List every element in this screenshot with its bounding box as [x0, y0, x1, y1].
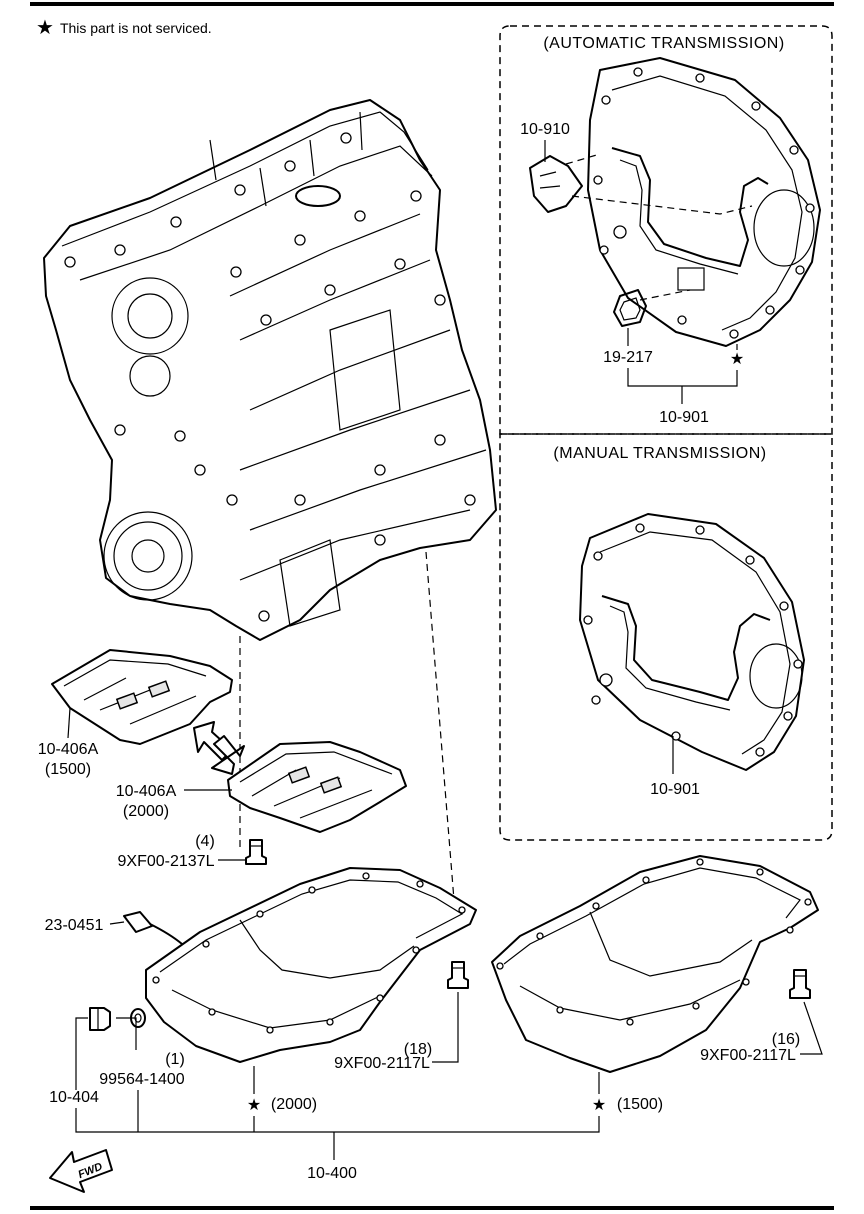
label-mt-10-901: 10-901 — [650, 781, 700, 798]
legend-note: ★ This part is not serviced. — [36, 18, 212, 38]
label-23-0451: 23-0451 — [45, 917, 104, 934]
label-1500-variant: (1500) — [45, 761, 91, 778]
pan-2000-bolt — [447, 961, 469, 989]
baffle-2000 — [227, 741, 407, 833]
automatic-transmission-box — [499, 25, 833, 435]
bottom-border — [30, 1206, 834, 1210]
label-9xf00-2117l-2000: 9XF00-2117L — [334, 1055, 430, 1072]
engine-assembly — [43, 99, 497, 641]
drain-plug — [89, 1007, 111, 1031]
at-star-icon: ★ — [730, 351, 744, 368]
oil-level-sensor — [123, 911, 183, 945]
pan-1500-star-icon: ★ — [592, 1097, 606, 1114]
mt-end-plate — [579, 513, 805, 771]
automatic-section-title: (AUTOMATIC TRANSMISSION) — [543, 35, 784, 52]
label-at-10-901: 10-901 — [659, 409, 709, 426]
baffle-1500 — [51, 649, 233, 745]
label-19-217: 19-217 — [603, 349, 653, 366]
manual-transmission-box — [499, 433, 833, 841]
label-10-404: 10-404 — [49, 1089, 99, 1106]
manual-section-title: (MANUAL TRANSMISSION) — [553, 445, 766, 462]
oil-pan-2000 — [145, 867, 477, 1063]
baffle-bolt — [245, 839, 267, 865]
label-bolt-pan-2000-qty: (18) — [404, 1041, 432, 1058]
label-10-400: 10-400 — [307, 1165, 357, 1182]
label-10-910: 10-910 — [520, 121, 570, 138]
label-9xf00-2137l: 9XF00-2137L — [118, 853, 215, 870]
label-10-406a-1500: 10-406A — [38, 741, 99, 758]
fwd-arrow-icon: FWD — [49, 1149, 113, 1193]
label-bolt-baffle-qty: (4) — [195, 833, 215, 850]
label-10-406a-2000: 10-406A — [116, 783, 177, 800]
at-seal — [613, 289, 647, 327]
label-pan-1500-variant: (1500) — [617, 1096, 663, 1113]
star-icon: ★ — [36, 17, 54, 39]
label-2000-variant: (2000) — [123, 803, 169, 820]
label-pan-2000-variant: (2000) — [271, 1096, 317, 1113]
at-end-plate — [587, 57, 821, 347]
interchange-arrow-icon — [193, 721, 245, 775]
label-drain-gasket-qty: (1) — [165, 1051, 185, 1068]
at-cover-bracket — [529, 155, 583, 213]
pan-2000-star-icon: ★ — [247, 1097, 261, 1114]
pan-1500-bolt — [789, 969, 811, 999]
oil-pan-1500 — [491, 855, 819, 1073]
legend-text: This part is not serviced. — [59, 20, 212, 36]
label-bolt-pan-1500-qty: (16) — [772, 1031, 800, 1048]
label-99564-1400: 99564-1400 — [99, 1071, 185, 1088]
label-9xf00-2117l-1500: 9XF00-2117L — [700, 1047, 796, 1064]
top-border — [30, 2, 834, 6]
